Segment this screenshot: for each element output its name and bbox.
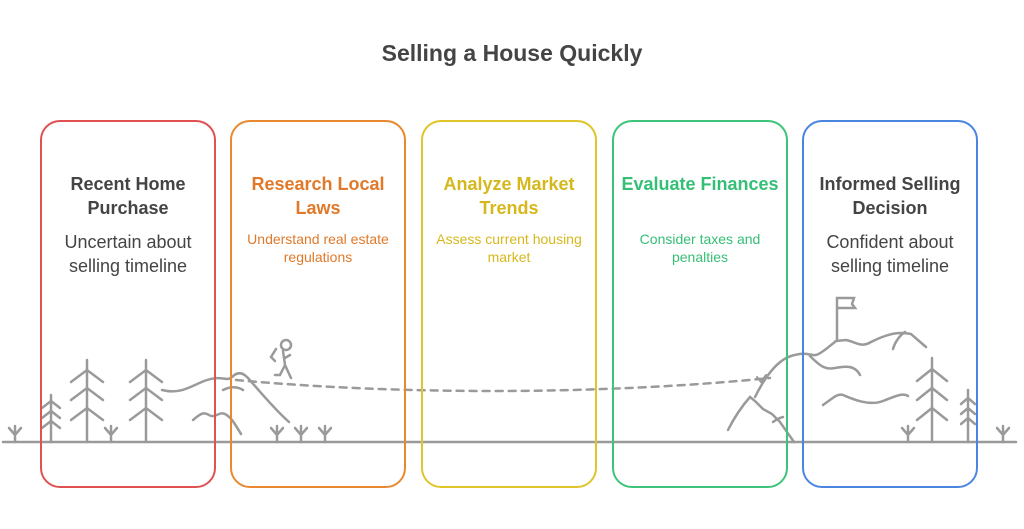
flag-icon <box>835 296 858 342</box>
grass-icon <box>103 424 119 444</box>
tree-icon <box>915 356 949 444</box>
step-description: Uncertain about selling timeline <box>64 232 192 276</box>
grass-icon <box>7 424 23 444</box>
step-card-analyze-market-trends: Analyze Market Trends Assess current hou… <box>421 120 597 488</box>
step-card-informed-selling-decision: Informed Selling Decision Confident abou… <box>802 120 978 488</box>
step-description: Consider taxes and penalties <box>639 231 761 265</box>
grass-icon <box>900 424 1011 444</box>
dashed-path <box>234 376 772 393</box>
tree-icon <box>959 388 977 444</box>
diagram-title: Selling a House Quickly <box>381 40 643 66</box>
step-title: Analyze Market Trends <box>443 174 575 218</box>
step-description: Understand real estate regulations <box>247 231 389 265</box>
mountain-icon <box>726 331 928 444</box>
step-description: Assess current housing market <box>436 231 582 265</box>
step-title: Recent Home Purchase <box>70 174 186 218</box>
grass-icon <box>269 424 333 444</box>
hiker-icon <box>269 338 293 380</box>
step-title: Evaluate Finances <box>621 174 779 194</box>
tree-icon <box>128 358 164 444</box>
mountain-icon <box>808 330 910 407</box>
hill-icon <box>191 386 245 436</box>
step-description: Confident about selling timeline <box>826 232 954 276</box>
step-card-evaluate-finances: Evaluate Finances Consider taxes and pen… <box>612 120 788 488</box>
hill-icon <box>160 372 291 424</box>
step-card-research-local-laws: Research Local Laws Understand real esta… <box>230 120 406 488</box>
step-title: Research Local Laws <box>251 174 385 218</box>
tree-icon <box>40 393 62 444</box>
step-title: Informed Selling Decision <box>819 174 961 218</box>
step-card-recent-home-purchase: Recent Home Purchase Uncertain about sel… <box>40 120 216 488</box>
tree-icon <box>69 358 105 444</box>
mountain-icon <box>771 415 785 424</box>
